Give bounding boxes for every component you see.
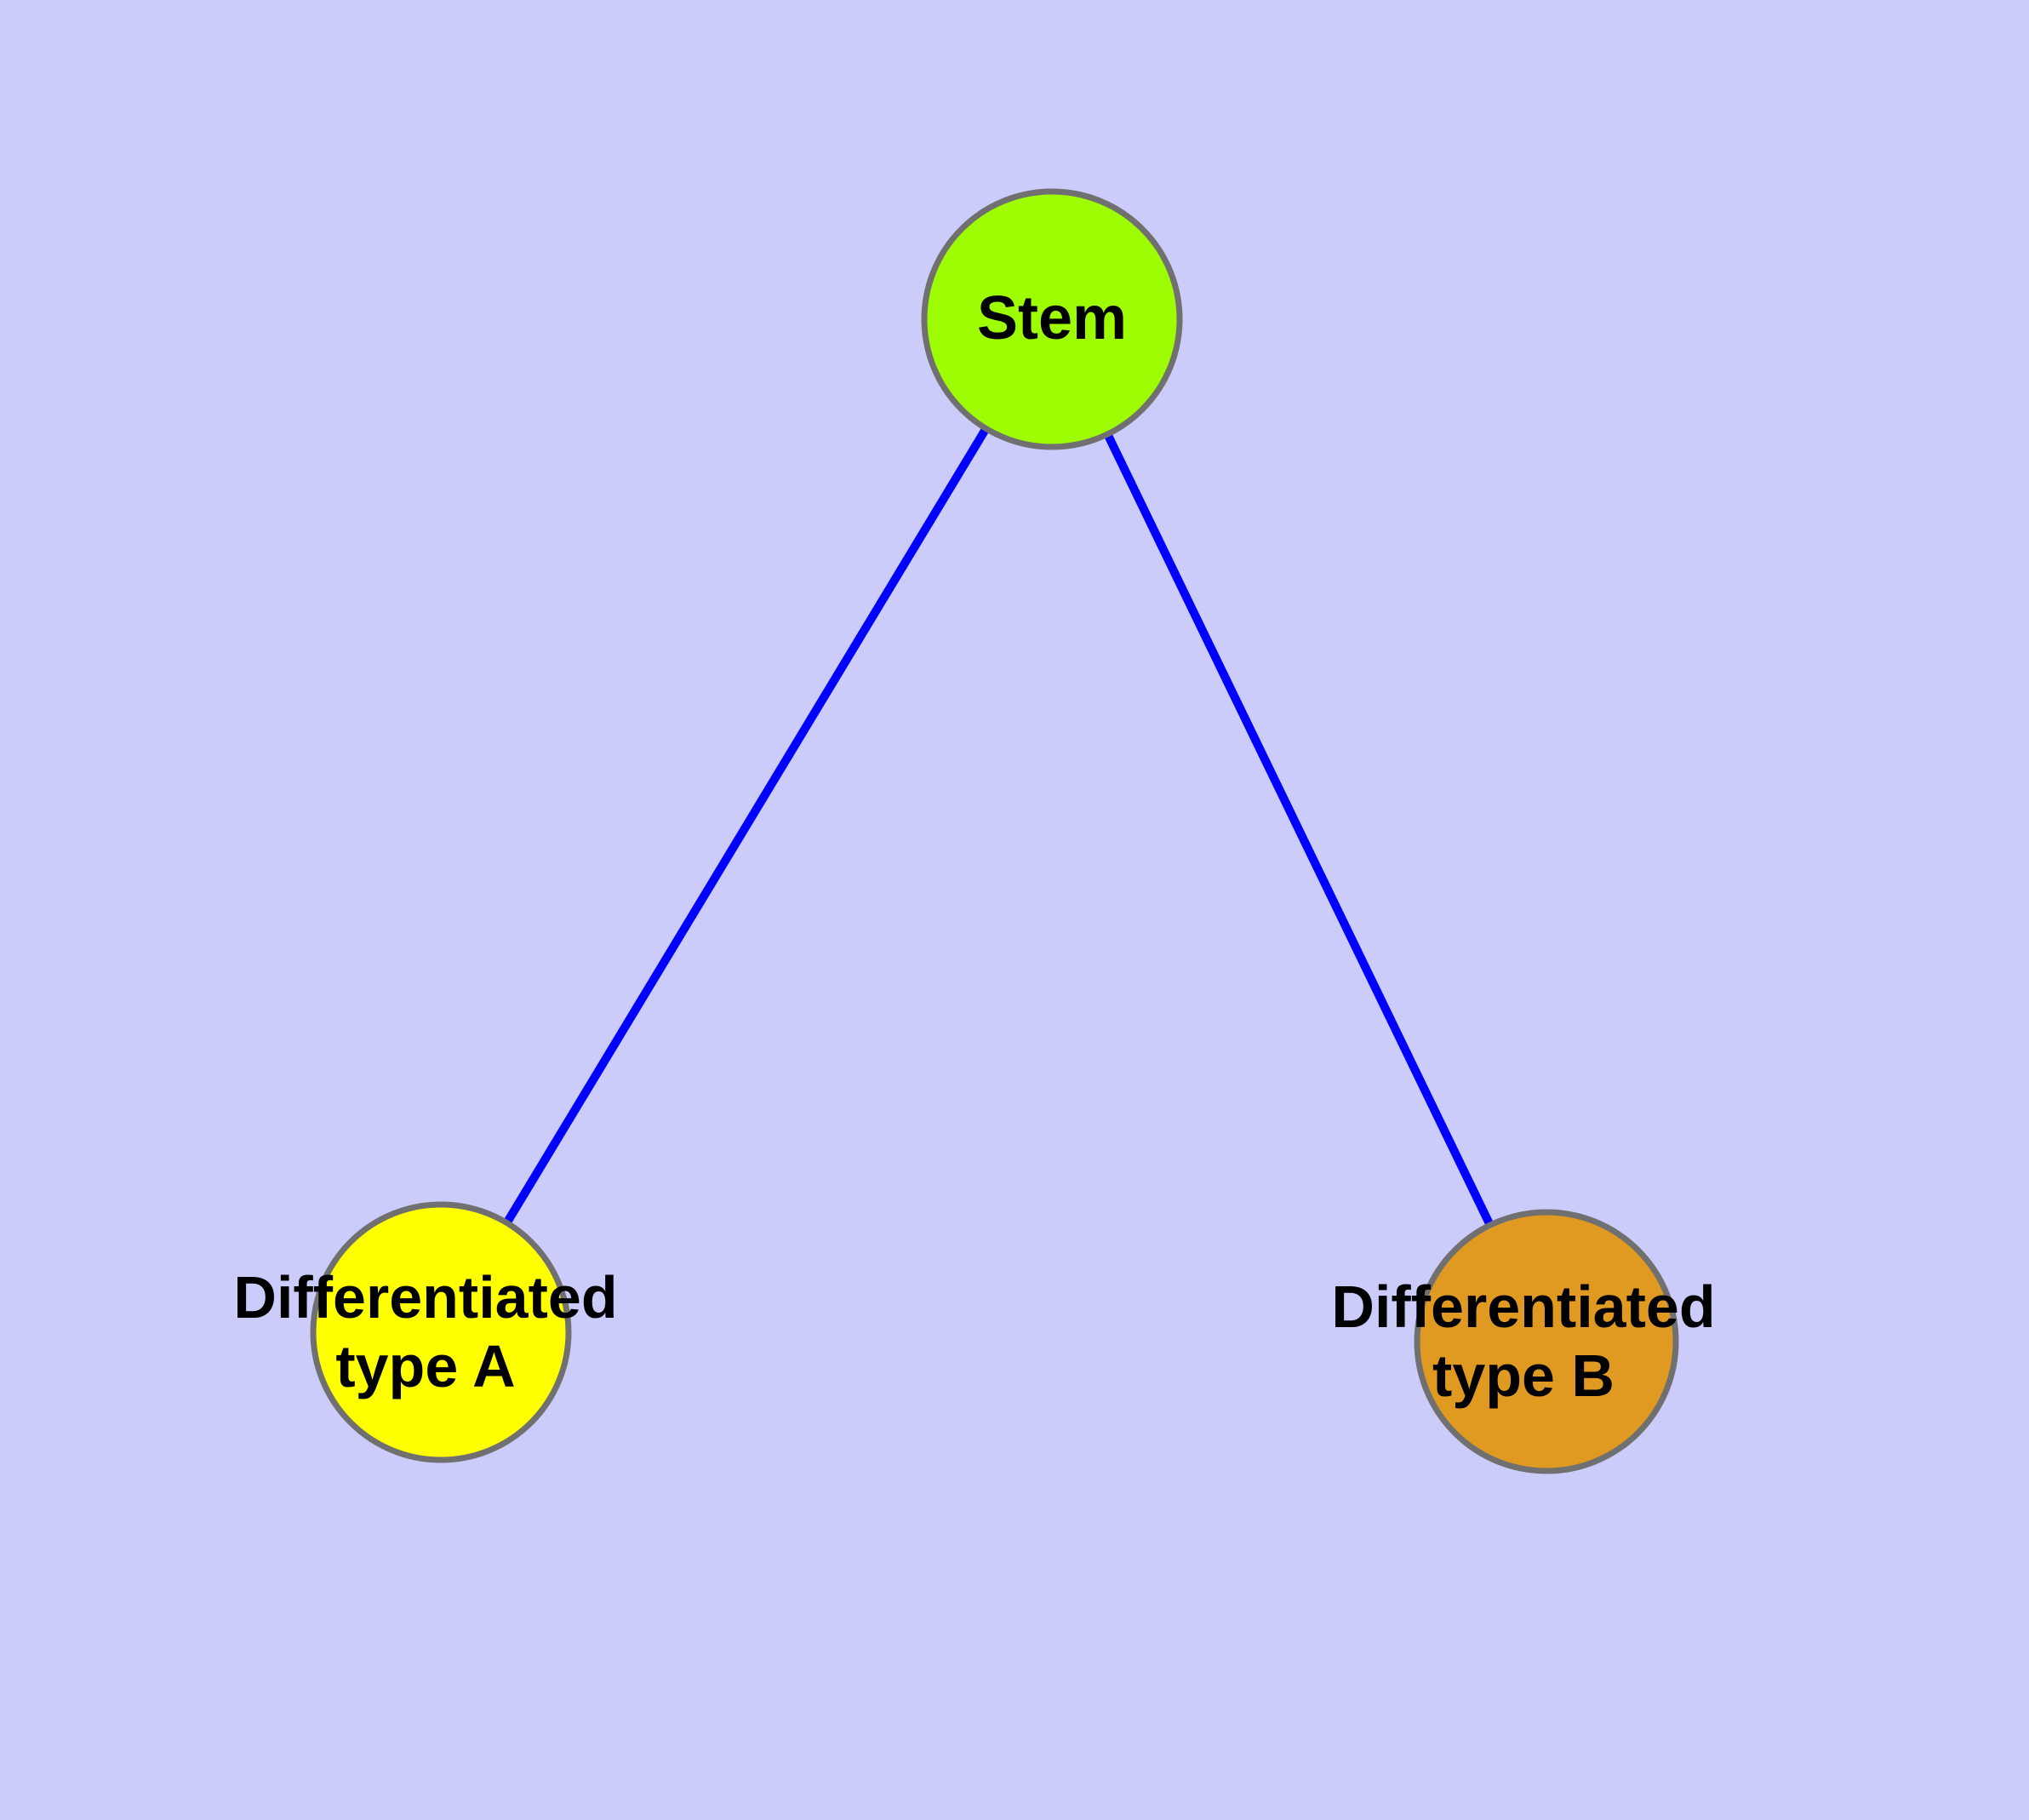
node-layer — [310, 188, 1679, 1474]
edge-stem-to-diff-b[interactable] — [1048, 317, 1551, 1344]
edge-stem-to-diff-a[interactable] — [437, 317, 1056, 1335]
node-stem[interactable] — [921, 188, 1183, 450]
edge-layer — [437, 317, 1551, 1344]
node-differentiated-type-a[interactable] — [310, 1201, 572, 1463]
node-differentiated-type-b[interactable] — [1414, 1209, 1679, 1474]
